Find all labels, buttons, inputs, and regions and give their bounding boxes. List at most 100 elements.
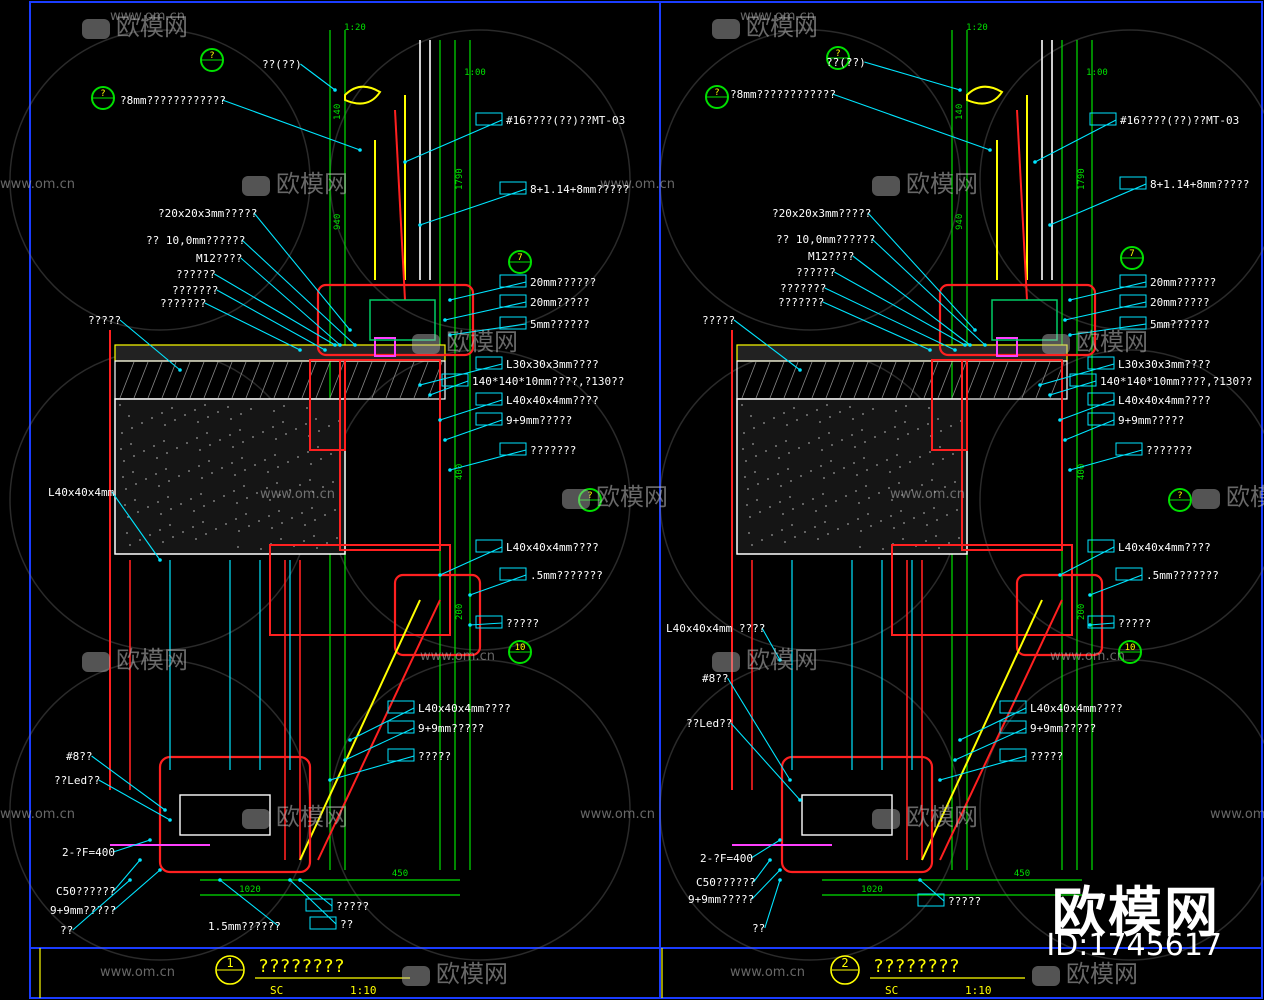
aggregate-dot (872, 408, 874, 410)
watermark-logo: 欧模网 (872, 170, 978, 198)
aggregate-dot (318, 430, 320, 432)
leader-line (449, 449, 527, 471)
leader-dot (448, 468, 452, 472)
aggregate-dot (817, 538, 819, 540)
watermark-text: 欧模网 (436, 960, 508, 988)
callout-text: 9+9mm????? (1118, 414, 1184, 427)
tag-circle (1120, 246, 1144, 270)
hatch-line (1021, 361, 1037, 399)
callout-label: ?? (60, 878, 132, 937)
aggregate-dot (285, 433, 287, 435)
callout-text: L40x40x4mm???? (418, 702, 511, 715)
leader-dot (963, 343, 967, 347)
leader-dot (1058, 573, 1062, 577)
detail-panel-2: 1:201:0014094017904002004501020??7?10??(… (661, 23, 1252, 998)
leader-dot (218, 878, 222, 882)
leader-dot (443, 318, 447, 322)
aggregate-dot (769, 506, 771, 508)
leader-line (449, 323, 527, 336)
aggregate-dot (289, 489, 291, 491)
leader-dot (1068, 468, 1072, 472)
aggregate-dot (786, 424, 788, 426)
leader-dot (418, 383, 422, 387)
aggregate-dot (911, 489, 913, 491)
hatch-line (825, 361, 841, 399)
callout-label: ????? (298, 878, 369, 913)
callout-label: ?8mm???????????? (120, 94, 362, 152)
aggregate-dot (765, 450, 767, 452)
callout-text: ?? 10,0mm?????? (146, 234, 245, 247)
watermark-sofa-icon (872, 809, 900, 829)
aggregate-dot (256, 492, 258, 494)
aggregate-dot (876, 464, 878, 466)
aggregate-dot (858, 502, 860, 504)
tag-circle (508, 640, 532, 664)
leader-dot (323, 348, 327, 352)
aggregate-dot (326, 542, 328, 544)
aggregate-dot (229, 434, 231, 436)
callout-label: 5mm?????? (448, 316, 590, 337)
aggregate-dot (309, 479, 311, 481)
watermark-logo: 欧模网 (712, 646, 818, 674)
aggregate-dot (744, 476, 746, 478)
leader-line (1089, 574, 1143, 596)
aggregate-dot (330, 453, 332, 455)
aggregate-dot (169, 524, 171, 526)
callout-text: 2-?F=400 (700, 852, 753, 865)
callout-label: ??Led?? (54, 774, 172, 822)
hatch-line (755, 361, 771, 399)
aggregate-dot (791, 524, 793, 526)
watermark-sofa-icon (1042, 334, 1070, 354)
leader-line (834, 271, 966, 346)
aggregate-dot (820, 465, 822, 467)
callout-label: L40x40x4mm???? (1058, 539, 1211, 577)
handrail-profile (966, 85, 1004, 105)
leader-dot (928, 348, 932, 352)
aggregate-dot (133, 455, 135, 457)
aggregate-dot (891, 499, 893, 501)
aggregate-dot (815, 510, 817, 512)
aggregate-dot (856, 474, 858, 476)
diagonal-panel (317, 599, 441, 861)
watermark-url: www.om.cn (740, 9, 815, 24)
scale-text: 1:10 (350, 984, 377, 997)
detail-tag: ? (91, 86, 115, 110)
aggregate-dot (208, 460, 210, 462)
aggregate-dot (822, 493, 824, 495)
leader-dot (403, 160, 407, 164)
leader-dot (778, 658, 782, 662)
aggregate-dot (841, 439, 843, 441)
material-code-box (309, 916, 337, 930)
aggregate-dot (137, 511, 139, 513)
lamp-housing (801, 794, 893, 836)
aggregate-dot (825, 505, 827, 507)
dim-text: 140 (955, 104, 965, 120)
aggregate-dot (870, 525, 872, 527)
detail-tag: 7 (508, 250, 532, 274)
aggregate-dot (777, 473, 779, 475)
leader-line (111, 491, 161, 561)
material-code-box (441, 373, 469, 387)
watermark-text: 欧模网 (1076, 328, 1148, 356)
aggregate-dot (267, 471, 269, 473)
aggregate-dot (923, 512, 925, 514)
hatch-line (273, 361, 289, 399)
aggregate-dot (781, 529, 783, 531)
leader-line (733, 319, 801, 371)
leader-line (824, 287, 956, 351)
hatch-line (189, 361, 205, 399)
leader-dot (333, 88, 337, 92)
aggregate-dot (211, 472, 213, 474)
leader-dot (788, 778, 792, 782)
hatch-line (315, 361, 331, 399)
callout-label: 9+9mm????? (953, 720, 1096, 762)
leader-line (1034, 119, 1117, 163)
aggregate-dot (164, 424, 166, 426)
aggregate-dot (213, 500, 215, 502)
aggregate-dot (862, 413, 864, 415)
callout-text: ????? (506, 617, 539, 630)
watermark-logo: 欧模网 (242, 803, 348, 831)
tag-circle (826, 46, 850, 70)
callout-text: ??????? (172, 284, 218, 297)
aggregate-dot (120, 448, 122, 450)
